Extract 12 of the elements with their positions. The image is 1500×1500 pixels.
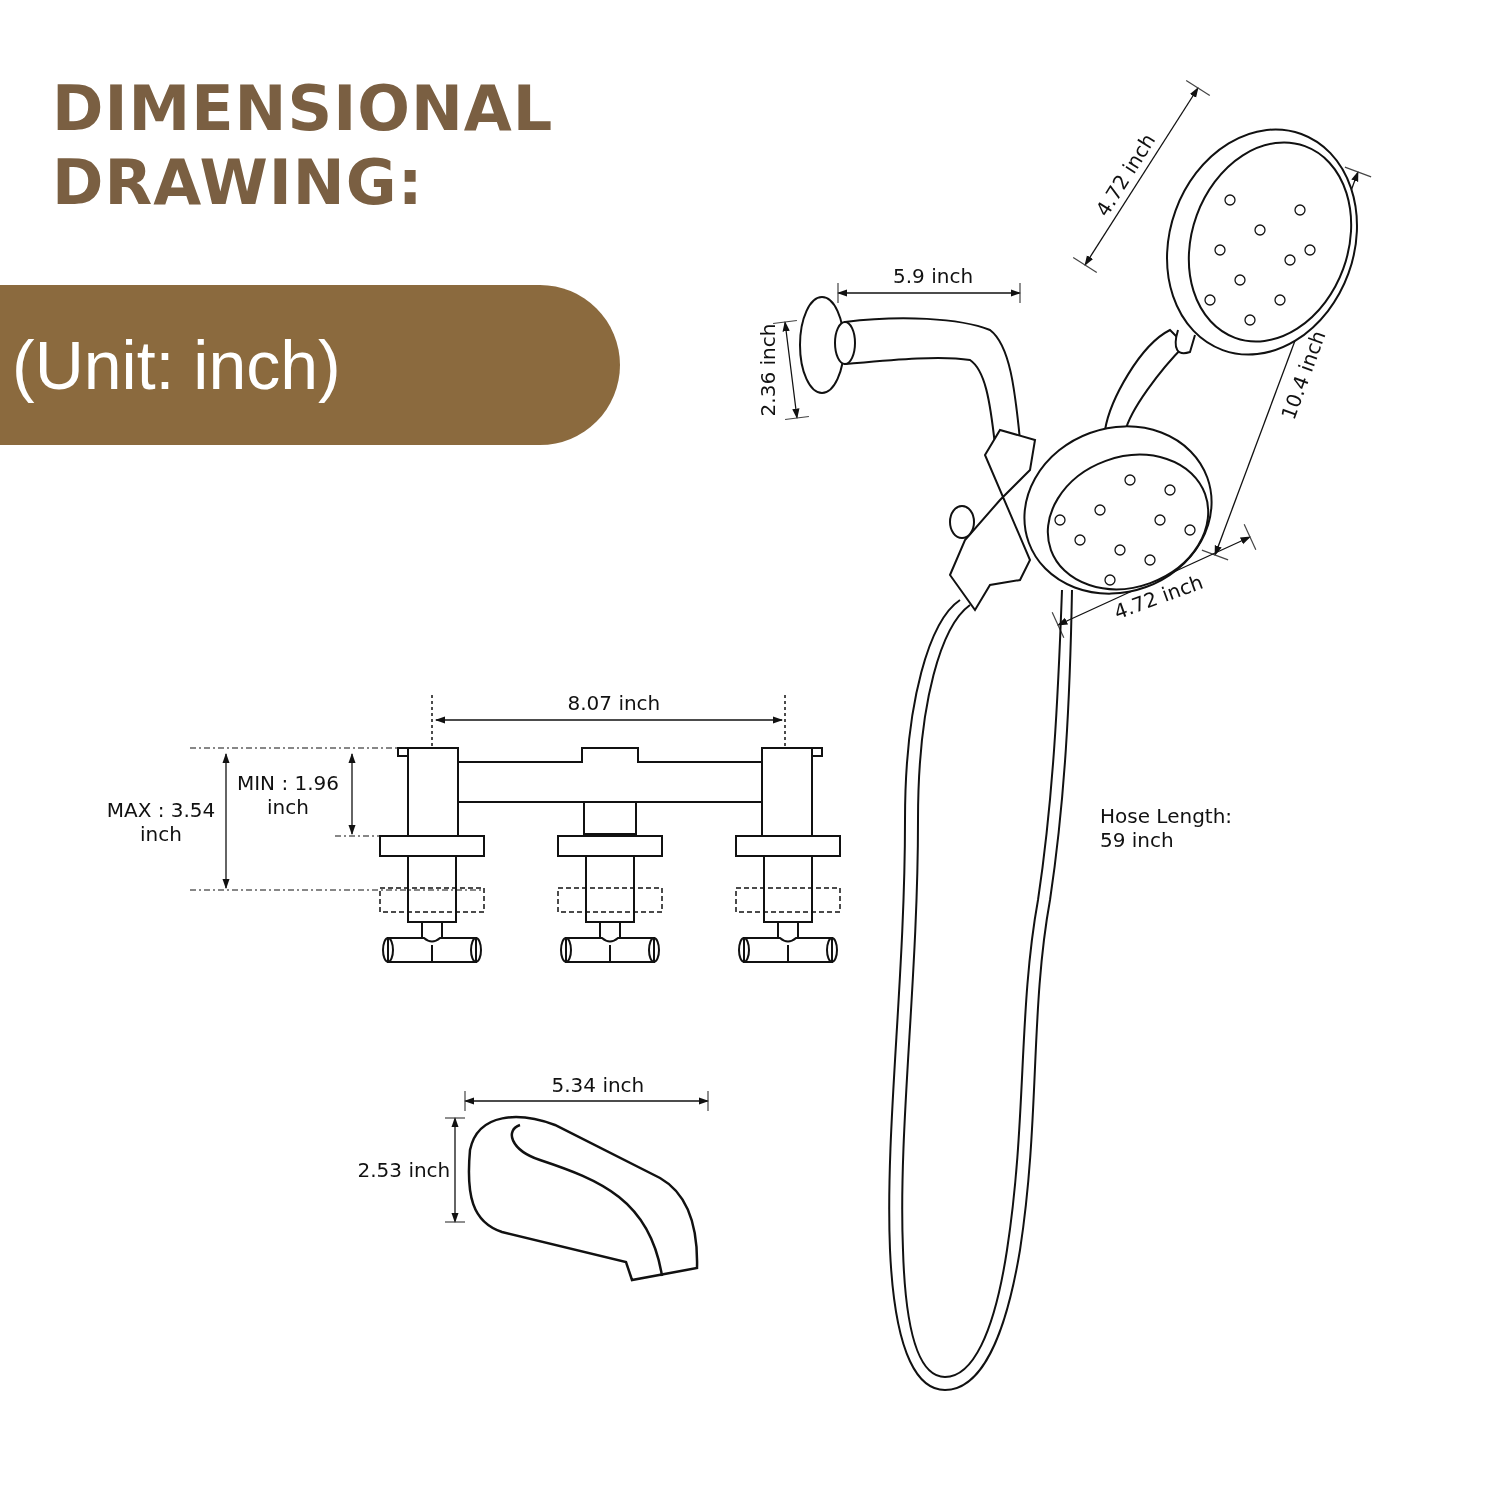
dimension-label: 2.36 inch: [755, 323, 780, 417]
hose-length-note: Hose Length: 59 inch: [1100, 804, 1234, 852]
dimension-label: 4.72 inch: [1110, 569, 1206, 625]
dimension-label: MIN : 1.96 inch: [235, 771, 341, 819]
dimension-label: MAX : 3.54 inch: [106, 798, 216, 846]
dimension-label: 2.53 inch: [357, 1158, 451, 1182]
dimension-label: 10.4 inch: [1275, 327, 1331, 423]
dimension-label: 5.9 inch: [893, 264, 974, 288]
unit-banner: (Unit: inch): [0, 285, 620, 445]
title: DIMENSIONAL DRAWING:: [52, 72, 555, 220]
dimension-label: 8.07 inch: [567, 691, 661, 715]
dimension-label: 5.34 inch: [551, 1073, 645, 1097]
